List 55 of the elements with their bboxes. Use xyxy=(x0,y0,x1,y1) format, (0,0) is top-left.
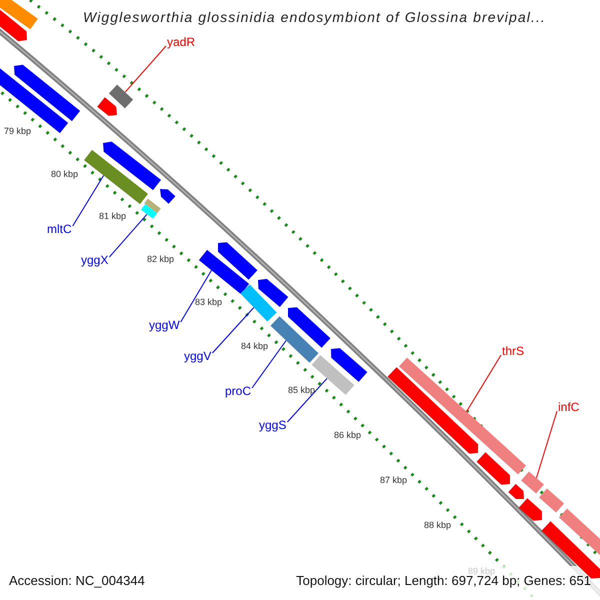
tick-label: 85 kbp xyxy=(288,384,316,396)
leader-line xyxy=(180,270,212,322)
gene-label: yggV xyxy=(184,349,212,363)
gene-label: proC xyxy=(225,384,252,398)
leader-line xyxy=(286,378,328,422)
pointed-gene-bar xyxy=(288,307,330,348)
gene-label: mltC xyxy=(47,222,72,236)
gene-bar xyxy=(144,198,161,214)
gene-bar xyxy=(84,150,148,204)
gene-label: thrS xyxy=(502,344,524,358)
tick-label: 87 kbp xyxy=(380,474,408,486)
tick-label: 82 kbp xyxy=(147,254,174,264)
pointed-gene-bar xyxy=(14,64,80,122)
gene-label: infC xyxy=(558,400,580,414)
pointed-gene-bar xyxy=(97,97,117,116)
map-title: Wigglesworthia glossinidia endosymbiont of Glossina brevipal... xyxy=(83,9,546,25)
gene-bar xyxy=(521,472,544,494)
pointed-gene-bar xyxy=(331,348,368,382)
leader-line xyxy=(252,340,287,388)
leader-line xyxy=(212,307,254,354)
leader-line xyxy=(108,214,148,258)
pointed-gene-bar xyxy=(218,242,258,280)
leader-line xyxy=(124,46,166,93)
tick-label: 80 kbp xyxy=(51,168,78,180)
gene-bar xyxy=(0,0,38,30)
pointed-gene-bar xyxy=(388,367,478,454)
pointed-gene-bar xyxy=(0,10,27,42)
pointed-gene-bar xyxy=(103,142,161,190)
tick-label: 88 kbp xyxy=(424,520,452,530)
pointed-gene-bar xyxy=(160,189,176,204)
pointed-gene-bar xyxy=(508,484,524,499)
pointed-gene-bar xyxy=(258,278,288,307)
gene-label: yggW xyxy=(149,318,180,332)
gene-label: yggS xyxy=(259,418,286,432)
leader-line xyxy=(536,410,558,478)
genome-info: Topology: circular; Length: 697,724 bp; Genes: 651 xyxy=(296,573,591,589)
pointed-gene-bar xyxy=(476,452,510,485)
gene-bar xyxy=(108,84,134,108)
tick-label: 79 kbp xyxy=(4,126,32,136)
tick-label: 83 kbp xyxy=(195,296,222,308)
leader-line xyxy=(72,175,104,226)
tick-label: 86 kbp xyxy=(334,430,362,440)
tick-label: 84 kbp xyxy=(241,340,268,352)
gene-bar xyxy=(270,316,318,363)
gene-bar xyxy=(240,284,277,322)
pointed-gene-bar xyxy=(518,498,542,521)
gene-label: yadR xyxy=(167,35,196,49)
gene-bar xyxy=(198,250,250,294)
gene-bar xyxy=(399,358,526,474)
gene-bar xyxy=(140,204,158,219)
accession-label: Accession: NC_004344 xyxy=(9,573,145,589)
gene-label: yggX xyxy=(81,253,108,267)
tick-label: 81 kbp xyxy=(99,210,126,222)
leader-line xyxy=(466,354,502,412)
gene-bar xyxy=(539,488,564,512)
